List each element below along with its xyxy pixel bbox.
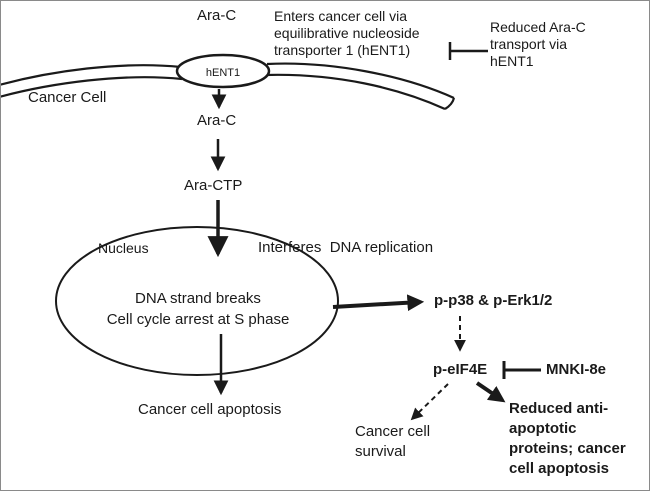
arrow-nucleus-to-pp38	[332, 294, 425, 312]
label-mnki-8e: MNKI-8e	[546, 361, 607, 378]
note-enters-cancer-cell: Enters cancer cell via equilibrative nuc…	[274, 8, 420, 58]
label-ara-ctp: Ara-CTP	[184, 177, 243, 194]
label-nucleus: Nucleus	[98, 240, 149, 256]
label-cancer-cell-survival: Cancer cell survival	[355, 423, 431, 460]
label-ara-c-inside: Ara-C	[197, 112, 237, 129]
note-reduced-ara-c-transport: Reduced Ara-C transport via hENT1	[490, 19, 586, 69]
label-hent1: hENT1	[205, 67, 241, 79]
label-ara-c-top: Ara-C	[197, 7, 237, 24]
label-cancer-cell: Cancer Cell	[28, 89, 107, 106]
label-cancer-cell-apoptosis: Cancer cell apoptosis	[138, 401, 282, 418]
cell-membrane	[1, 62, 456, 111]
label-nucleus-events: DNA strand breaks Cell cycle arrest at S…	[106, 290, 290, 328]
arrow-peif4e-to-reduced-antiapoptotic	[475, 381, 506, 403]
label-reduced-anti-apoptotic: Reduced anti- apoptotic proteins; cancer…	[509, 400, 626, 477]
arrow-peif4e-to-survival	[410, 383, 449, 421]
inhibition-bar-mnki	[502, 361, 541, 379]
label-p-p38-erk: p-p38 & p-Erk1/2	[434, 292, 553, 309]
hent1-transporter-ellipse	[175, 53, 271, 89]
label-p-eif4e: p-eIF4E	[433, 361, 488, 378]
nucleus-ellipse	[55, 226, 339, 376]
inhibition-bar-transport	[448, 42, 488, 60]
label-interferes-dna-replication: Interferes DNA replication	[258, 239, 434, 256]
